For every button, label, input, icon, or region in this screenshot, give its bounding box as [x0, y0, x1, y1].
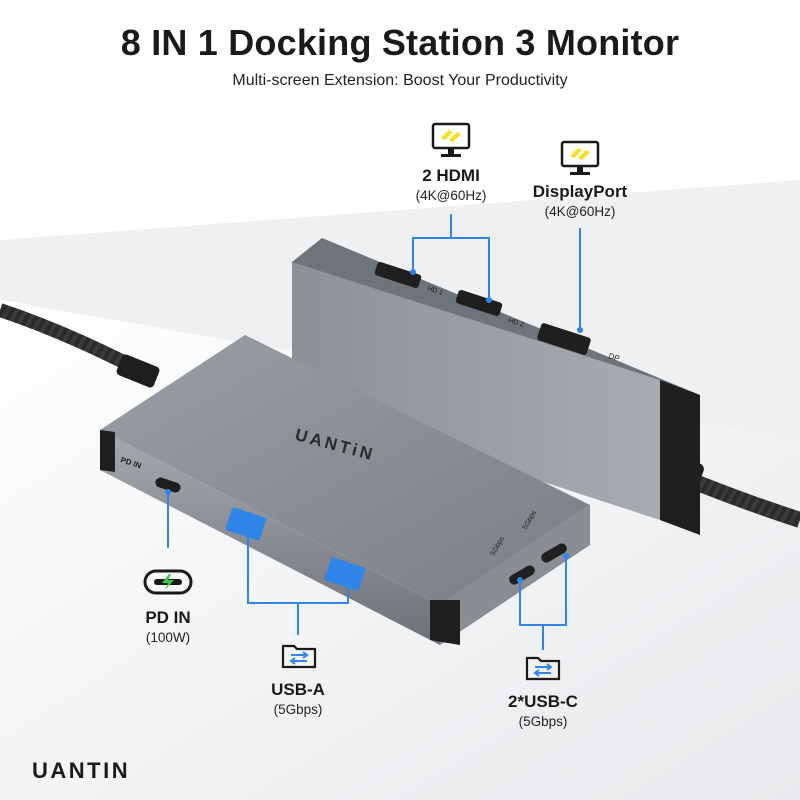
usba-label: USB-A (5Gbps) — [248, 680, 348, 717]
hdmi-title: 2 HDMI — [422, 166, 480, 185]
left-cable-plug — [116, 354, 160, 388]
page-title: 8 IN 1 Docking Station 3 Monitor — [120, 22, 680, 63]
usb-c-charging-icon — [143, 569, 193, 595]
dp-spec: (4K@60Hz) — [544, 204, 616, 219]
front-device — [100, 335, 590, 645]
callout-lines — [167, 214, 581, 650]
hdmi-spec: (4K@60Hz) — [415, 188, 487, 203]
usba-folder-transfer-icon — [281, 644, 317, 669]
usbc-title: 2*USB-C — [508, 692, 578, 711]
dp-title: DisplayPort — [532, 182, 628, 201]
pd-title: PD IN — [145, 608, 191, 627]
brand-logo: UANTIN — [32, 758, 131, 783]
usbc-spec: (5Gbps) — [518, 714, 568, 729]
callout-dots — [165, 269, 583, 588]
dp-monitor-icon — [560, 140, 600, 175]
back-device — [292, 238, 700, 535]
usbc-label: 2*USB-C (5Gbps) — [488, 692, 598, 729]
page-subtitle: Multi-screen Extension: Boost Your Produ… — [232, 72, 568, 89]
usba-title: USB-A — [271, 680, 325, 699]
hdmi-label: 2 HDMI (4K@60Hz) — [396, 166, 506, 203]
port-marking-dp: DP — [607, 351, 620, 363]
pd-spec: (100W) — [145, 630, 191, 645]
hdmi-monitor-icon — [431, 122, 471, 157]
usba-spec: (5Gbps) — [273, 702, 323, 717]
right-cable — [687, 472, 800, 528]
port-marking-hd1: HD 1 — [426, 285, 443, 297]
port-marking-hd2: HD 2 — [507, 317, 524, 329]
pd-label: PD IN (100W) — [118, 608, 218, 645]
usbc-folder-transfer-icon — [525, 656, 561, 681]
dp-label: DisplayPort (4K@60Hz) — [510, 182, 650, 219]
